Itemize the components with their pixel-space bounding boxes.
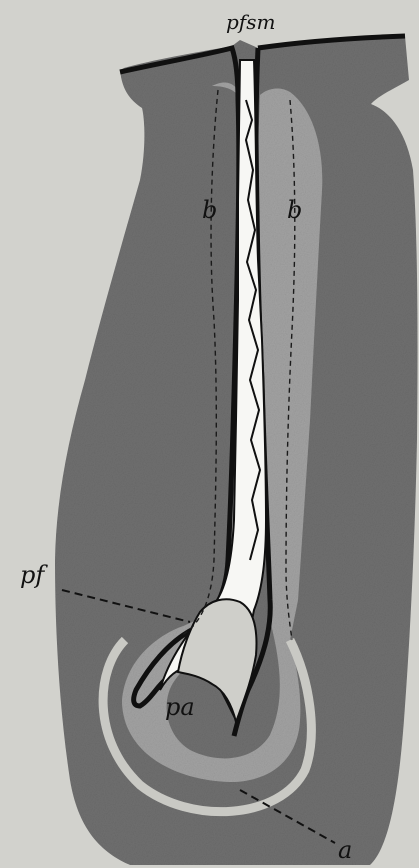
label-b-left: b — [202, 198, 217, 222]
label-pf: pf — [20, 563, 44, 587]
label-pa: pa — [165, 695, 195, 719]
label-b-right: b — [287, 198, 302, 222]
label-pfsm: pfsm — [226, 12, 275, 32]
label-a: a — [338, 838, 352, 862]
